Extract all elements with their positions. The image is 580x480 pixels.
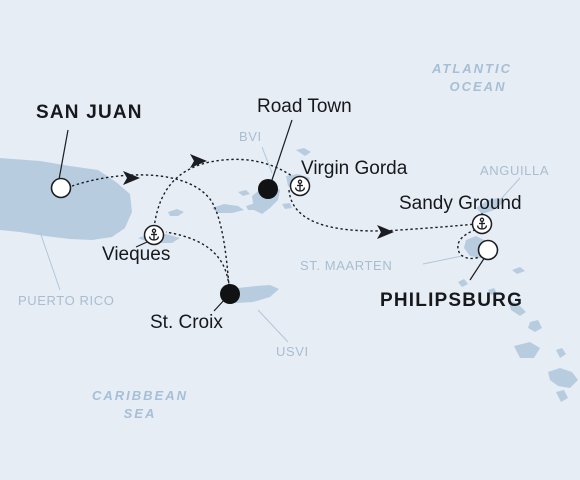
sandy-ground-anchor-marker[interactable]: [471, 213, 493, 235]
port-labels: SAN JUAN Road Town Virgin Gorda Sandy Gr…: [36, 96, 523, 333]
land-statia: [488, 288, 497, 295]
route-arrow-icon: [377, 225, 394, 239]
region-label-st-maarten: ST. MAARTEN: [300, 258, 392, 273]
vieques-anchor-marker[interactable]: [143, 224, 165, 246]
land-st-kitts: [508, 300, 526, 316]
route-arrow-icon: [190, 154, 207, 168]
leader-st-maarten: [422, 255, 463, 265]
virgin-gorda-anchor-marker[interactable]: [289, 175, 311, 197]
port-markers: [50, 175, 499, 304]
leader-san-juan: [57, 129, 69, 186]
port-label-virgin-gorda[interactable]: Virgin Gorda: [301, 158, 408, 179]
anchor-icon: [148, 228, 160, 241]
land-anegada: [296, 148, 311, 156]
leader-usvi: [257, 309, 289, 343]
road-town-marker[interactable]: [258, 179, 278, 199]
port-label-road-town[interactable]: Road Town: [257, 96, 352, 117]
region-label-bvi: BVI: [239, 129, 262, 144]
anchor-icon: [294, 179, 306, 192]
anchor-icon: [476, 217, 488, 230]
land-guadeloupe: [548, 368, 578, 388]
land-montserrat: [556, 348, 566, 358]
land-puerto-rico: [0, 158, 132, 240]
land-culebra: [168, 209, 184, 216]
land-st-barths: [512, 267, 525, 274]
port-label-san-juan[interactable]: SAN JUAN: [36, 102, 143, 123]
port-label-sandy-ground[interactable]: Sandy Ground: [399, 193, 522, 214]
land-guadeloupe-2: [556, 390, 568, 402]
land-anguilla: [476, 198, 504, 214]
region-label-anguilla: ANGUILLA: [480, 163, 549, 178]
route-arrows: [123, 154, 394, 239]
leader-anguilla: [499, 177, 521, 201]
ocean-labels: ATLANTIC OCEAN CARIBBEAN SEA: [92, 61, 512, 421]
atlantic-ocean-label-line1: ATLANTIC: [431, 61, 512, 76]
atlantic-ocean-label-line2: OCEAN: [450, 79, 507, 94]
region-label-usvi: USVI: [276, 344, 309, 359]
region-label-puerto-rico: PUERTO RICO: [18, 293, 114, 308]
caribbean-sea-label-line1: CARIBBEAN: [92, 388, 188, 403]
port-label-st-croix[interactable]: St. Croix: [150, 312, 223, 333]
route-arrow-icon: [123, 171, 140, 185]
route-segment-vieques-to-virgin-gorda: [153, 158, 293, 229]
port-label-philipsburg[interactable]: PHILIPSBURG: [380, 290, 523, 311]
leader-road-town: [269, 119, 293, 187]
philipsburg-marker[interactable]: [477, 239, 499, 261]
st-croix-marker[interactable]: [220, 284, 240, 304]
route-segment-st-croix-to-vieques: [165, 231, 230, 287]
land-islet-2: [282, 203, 292, 209]
land-islet-1: [238, 190, 250, 196]
region-labels: PUERTO RICO USVI BVI ANGUILLA ST. MAARTE…: [18, 129, 549, 359]
land-saba: [458, 279, 468, 287]
caribbean-sea-label-line2: SEA: [124, 406, 157, 421]
land-st-thomas: [212, 204, 244, 213]
land-nevis: [528, 320, 542, 332]
land-antigua: [514, 342, 540, 358]
leader-puerto-rico: [39, 231, 61, 291]
leader-bvi: [261, 146, 273, 174]
port-label-vieques[interactable]: Vieques: [102, 244, 170, 265]
san-juan-marker[interactable]: [50, 177, 72, 199]
landmasses: [0, 148, 578, 402]
